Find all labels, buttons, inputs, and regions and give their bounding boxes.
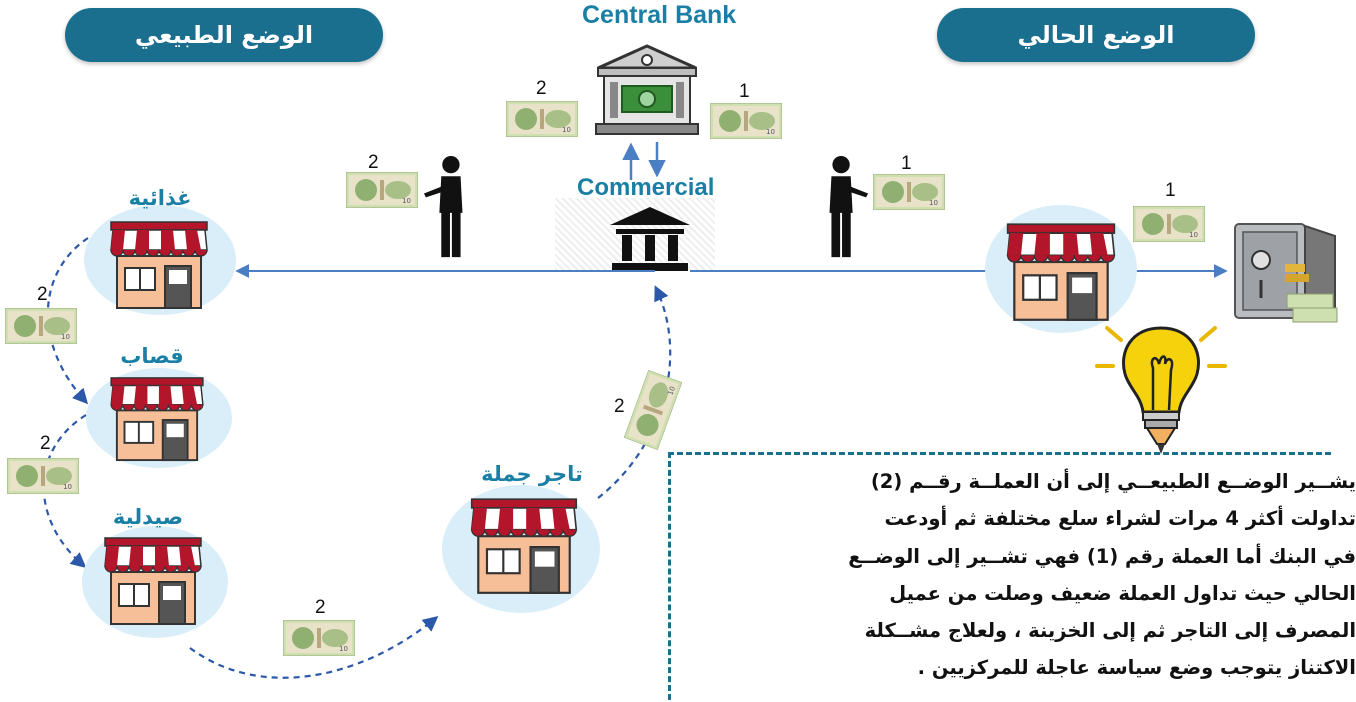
commercial-bank-icon (610, 207, 690, 271)
shop-icon (98, 536, 208, 626)
explanation-line: تداولت أكثر 4 مرات لشراء سلع مختلفة ثم أ… (884, 507, 1356, 531)
number-person-left: 2 (368, 152, 379, 173)
explanation-text: يشــير الوضــع الطبيعــي إلى أن العملــة… (656, 463, 1356, 687)
explanation-line: الحالي حيث تداول العملة ضعيف وصلت من عمي… (889, 581, 1356, 605)
natural-state-label: الوضع الطبيعي (134, 21, 314, 49)
current-state-header: الوضع الحالي (937, 8, 1255, 62)
explanation-box: يشــير الوضــع الطبيعــي إلى أن العملــة… (668, 452, 1356, 700)
shop-icon (1002, 222, 1120, 322)
number-shop-right: 1 (1165, 180, 1176, 201)
banknote-icon (5, 308, 77, 344)
number-food-to-butcher: 2 (37, 284, 48, 305)
shop-food-label: غذائية (128, 186, 192, 210)
banknote-icon (283, 620, 355, 656)
number-pharmacy-to-wholesaler: 2 (315, 597, 326, 618)
safe-icon (1234, 223, 1338, 323)
number-person-right: 1 (901, 153, 912, 174)
explanation-line: في البنك أما العملة رقم (1) فهي تشــير إ… (848, 544, 1356, 568)
current-state-label: الوضع الحالي (1017, 21, 1175, 49)
number-wholesaler-to-bank: 2 (614, 396, 625, 417)
shop-icon (465, 497, 583, 595)
natural-state-header: الوضع الطبيعي (65, 8, 383, 62)
banknote-icon (7, 458, 79, 494)
shop-butcher-label: قصاب (120, 344, 184, 368)
number-central-right: 1 (739, 81, 750, 102)
central-bank-title: Central Bank (582, 1, 737, 29)
bank-building-icon (595, 44, 699, 135)
explanation-line: يشــير الوضــع الطبيعــي إلى أن العملــة… (870, 470, 1356, 493)
light-bulb-icon (1095, 326, 1227, 454)
number-central-left: 2 (536, 78, 547, 99)
explanation-line: الاكتناز يتوجب وضع سياسة عاجلة للمركزيين… (917, 656, 1356, 680)
explanation-line: المصرف إلى التاجر ثم إلى الخزينة ، ولعلا… (864, 619, 1356, 643)
banknote-icon (1133, 206, 1205, 242)
shop-icon (104, 376, 210, 462)
number-butcher-to-pharmacy: 2 (40, 433, 51, 454)
shop-icon (104, 220, 214, 310)
commercial-bank-title: Commercial (577, 174, 715, 201)
shop-pharmacy-label: صيدلية (112, 505, 184, 529)
arrow-icon (622, 142, 666, 180)
shop-wholesaler-label: تاجر جملة (481, 462, 583, 486)
